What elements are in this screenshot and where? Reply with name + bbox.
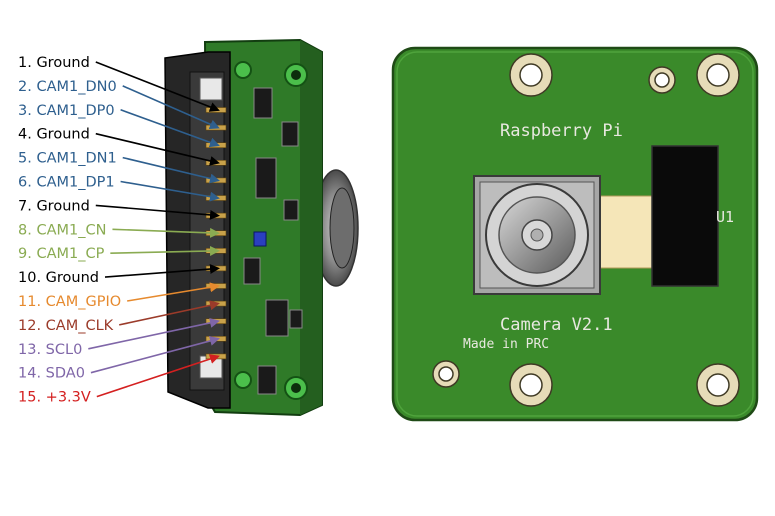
pin-label: 2. CAM1_DN0	[18, 79, 117, 95]
pin-label: 8. CAM1_CN	[18, 222, 106, 238]
pin-label: 6. CAM1_DP1	[18, 175, 115, 191]
pin-arrow	[110, 245, 220, 256]
pin-label: 3. CAM1_DP0	[18, 103, 115, 119]
pin-label: 4. Ground	[18, 127, 90, 143]
pin-label: 10. Ground	[18, 270, 99, 286]
pin-label: 12. CAM_CLK	[18, 318, 114, 334]
board-brand-text: Raspberry Pi	[500, 121, 623, 141]
pin-label: 7. Ground	[18, 198, 90, 214]
pin-arrow	[112, 227, 220, 238]
pin-label: 15. +3.3V	[18, 390, 91, 406]
smd-component	[255, 157, 277, 199]
flex-ribbon	[597, 195, 657, 269]
smd-component	[283, 199, 299, 221]
pin-arrow	[96, 354, 220, 398]
side-lens-ring	[329, 187, 355, 269]
top-mount-hole	[696, 363, 740, 407]
top-mount-hole	[509, 53, 553, 97]
smd-component	[289, 309, 303, 329]
side-mount-hole	[291, 70, 301, 80]
top-mount-hole	[509, 363, 553, 407]
smd-component	[257, 365, 277, 395]
pin-arrow	[88, 317, 220, 350]
pin-label: 11. CAM_GPIO	[18, 294, 121, 310]
board-designator-text: U1	[716, 208, 734, 226]
pin-arrow	[127, 282, 220, 302]
smd-component	[281, 121, 299, 147]
side-mount-hole	[291, 383, 301, 393]
pin-arrow	[119, 300, 220, 326]
top-mount-hole	[696, 53, 740, 97]
smd-component	[265, 299, 289, 337]
side-pcb-edge	[300, 40, 322, 415]
pin-label: 14. SDA0	[18, 366, 85, 382]
connector-pin-contact	[205, 124, 227, 131]
pin-arrow	[90, 336, 220, 374]
pin-arrow	[104, 264, 220, 278]
sensor-connector	[651, 145, 719, 287]
top-mount-hole-small	[648, 66, 676, 94]
smd-component	[253, 87, 273, 119]
ffc-connector-end	[199, 77, 223, 101]
pin-arrow	[95, 61, 220, 112]
pin-arrow	[122, 85, 220, 129]
pin-arrow	[120, 180, 220, 202]
smd-component	[243, 257, 261, 285]
smd-capacitor-blue	[253, 231, 267, 247]
pin-arrow	[120, 109, 220, 148]
board-origin-text: Made in PRC	[463, 337, 549, 352]
pin-label: 13. SCL0	[18, 342, 82, 358]
side-mount-hole	[234, 371, 252, 389]
side-view-module	[164, 38, 359, 417]
pin-label-list: 1. Ground 2. CAM1_DN0 3. CAM1_DP0 4. Ground…	[18, 55, 121, 406]
pin-label: 5. CAM1_DN1	[18, 151, 117, 167]
pin-arrow-lines	[88, 61, 220, 398]
pin-label: 9. CAM1_CP	[18, 246, 105, 262]
top-mount-hole-small	[432, 360, 460, 388]
board-model-text: Camera V2.1	[500, 315, 613, 335]
pin-arrow	[122, 156, 220, 184]
side-mount-hole	[234, 61, 252, 79]
pin-label: 1. Ground	[18, 55, 90, 71]
pin-arrow	[95, 204, 220, 220]
pin-arrow	[95, 132, 220, 166]
top-view-board: Raspberry Pi Camera V2.1 Made in PRC U1	[391, 46, 759, 422]
